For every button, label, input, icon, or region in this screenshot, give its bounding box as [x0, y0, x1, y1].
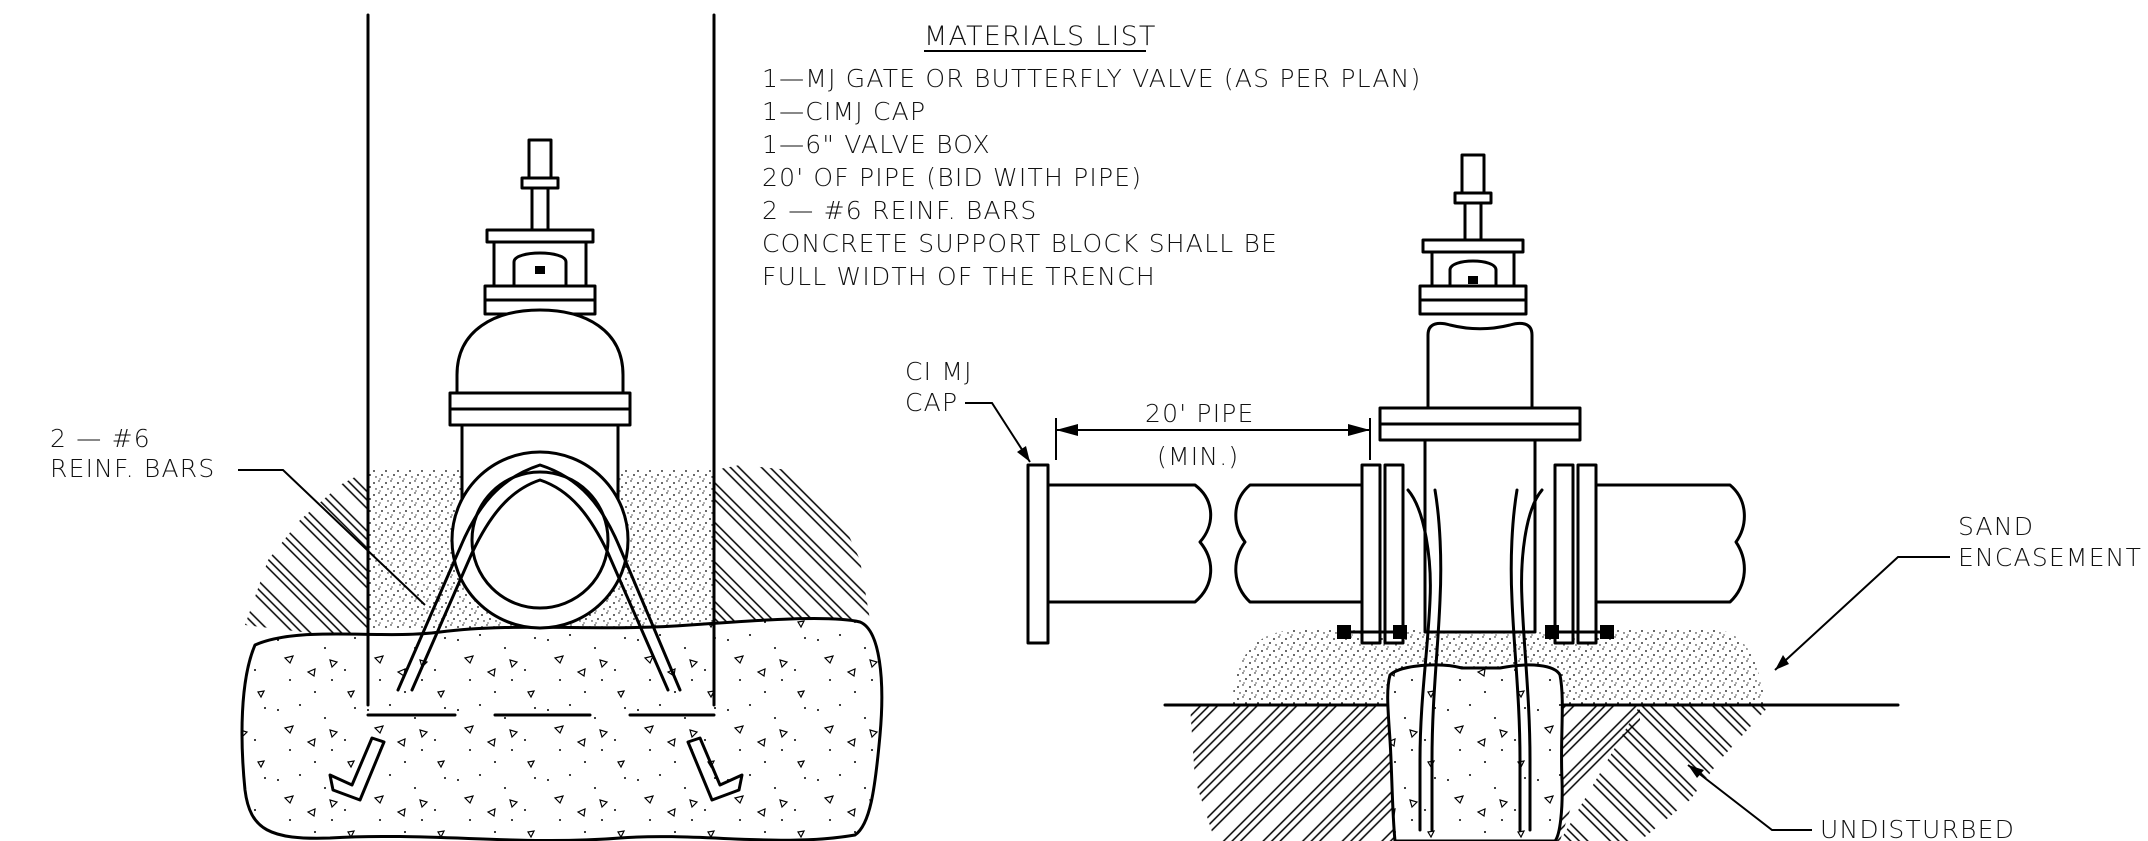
yoke-top-plate — [1421, 238, 1525, 254]
body-flange-top — [448, 391, 632, 411]
undisturbed-leader-arrow — [1688, 765, 1704, 778]
body-flange-bottom — [1378, 422, 1582, 442]
bonnet — [1426, 321, 1534, 410]
pipe-length-label: 20' PIPE — [1145, 399, 1255, 428]
reinf-bar — [1509, 488, 1522, 832]
cap-label-line2: CAP — [905, 388, 958, 417]
bars-label-line2: REINF. BARS — [50, 454, 215, 483]
dim-arrow-right — [1348, 424, 1370, 436]
gland — [1448, 259, 1498, 290]
bonnet-flange-bottom — [1418, 298, 1528, 316]
materials-list: MATERIALS LIST 1—MJ GATE OR BUTTERFLY VA… — [762, 21, 1422, 291]
materials-title: MATERIALS LIST — [924, 21, 1157, 52]
materials-item: 1—MJ GATE OR BUTTERFLY VALVE (AS PER PLA… — [762, 64, 1422, 93]
concrete-aggregate — [1387, 664, 1563, 841]
dim-arrow-left — [1056, 424, 1078, 436]
reinf-bar — [1430, 488, 1443, 832]
bonnet-flange-top — [483, 284, 597, 302]
sand-leader — [1774, 556, 1950, 671]
gland-nut — [1468, 276, 1478, 284]
reinf-bar — [1520, 488, 1544, 832]
cap-leader-arrow — [1017, 446, 1030, 462]
undisturbed-leader — [1687, 764, 1812, 831]
bonnet-flange-top — [1418, 284, 1528, 302]
pipe-segment-cap-side — [1043, 483, 1213, 604]
sand-label-line1: SAND — [1958, 512, 2034, 541]
valve-body — [1423, 418, 1537, 634]
valve-flange-left — [1360, 463, 1382, 645]
materials-item: CONCRETE SUPPORT BLOCK SHALL BE — [762, 229, 1278, 258]
materials-item: 1—CIMJ CAP — [762, 97, 926, 126]
pipe-segment-right — [1588, 483, 1746, 604]
pipe-inner — [470, 470, 610, 610]
sand-label-line2: ENCASEMENT — [1958, 543, 2142, 572]
materials-item: FULL WIDTH OF THE TRENCH — [762, 262, 1156, 291]
valve-flange-right — [1553, 463, 1575, 645]
materials-item: 1—6" VALVE BOX — [762, 130, 991, 159]
bonnet-dome — [455, 308, 625, 397]
undisturbed-soil-hatch-2 — [1560, 705, 1770, 841]
elevation-view: 20' PIPE (MIN.) CI MJ CAP SAND ENCASEMEN… — [905, 153, 2142, 841]
bars-leader — [238, 469, 426, 606]
valve-flange-left — [1383, 463, 1405, 645]
materials-item: 20' OF PIPE (BID WITH PIPE) — [762, 163, 1142, 192]
concrete-aggregate — [242, 618, 882, 841]
reinf-bar-inner — [410, 478, 670, 692]
reinf-bar — [1406, 488, 1432, 832]
body-flange-bottom — [448, 407, 632, 427]
reinf-bar-outer — [396, 463, 682, 692]
materials-item: 2 — #6 REINF. BARS — [762, 196, 1037, 225]
valve-flange-right — [1576, 463, 1598, 645]
bars-label-line1: 2 — #6 — [50, 424, 151, 453]
cap-label-line1: CI MJ — [905, 357, 973, 386]
section-view: 2 — #6 REINF. BARS — [50, 13, 884, 841]
operating-nut — [1460, 153, 1486, 197]
soil-hatch-left — [245, 470, 368, 640]
yoke-top-plate — [485, 228, 595, 244]
soil-hatch-right — [714, 465, 870, 640]
gland-nut — [535, 266, 545, 274]
pipe-segment-valve-side — [1234, 483, 1372, 604]
undisturbed-label: UNDISTURBED — [1820, 815, 2015, 841]
mj-cap — [1026, 463, 1050, 645]
bar-hook-left — [328, 736, 386, 802]
pipe-min-label: (MIN.) — [1157, 442, 1239, 471]
sand-leader-arrow — [1775, 655, 1789, 670]
body-flange-top — [1378, 406, 1582, 426]
cap-leader — [965, 402, 1031, 463]
bar-hook-right — [686, 736, 744, 802]
pipe-outer — [450, 450, 630, 630]
operating-nut — [527, 138, 553, 182]
